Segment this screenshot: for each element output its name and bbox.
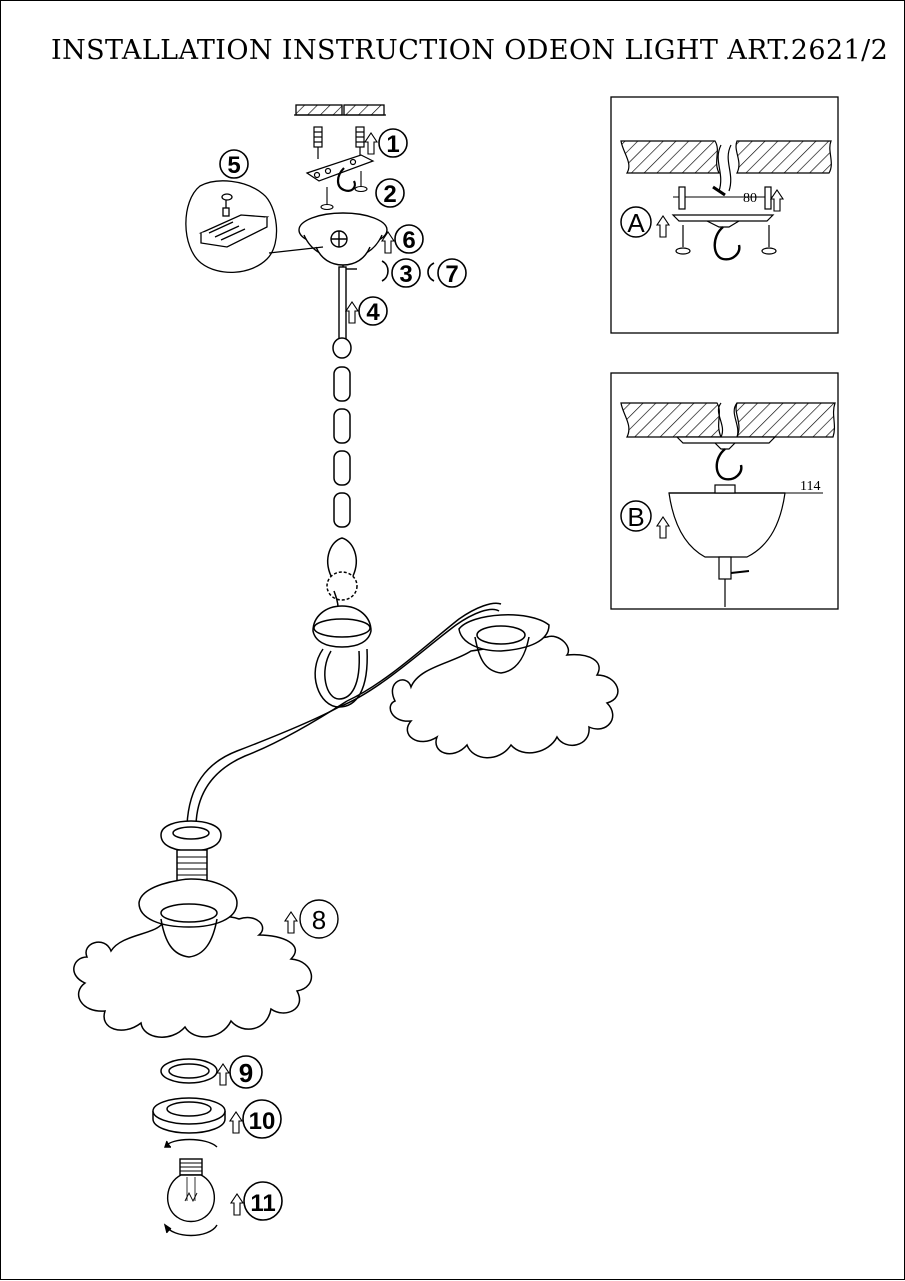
detail-panel-a: 80 A (610, 96, 839, 334)
callout-8: 8 (299, 899, 339, 939)
svg-text:8: 8 (312, 905, 326, 935)
ceiling-section (294, 104, 386, 116)
wall-plug-right (355, 126, 365, 159)
callout-3: 3 (391, 258, 421, 288)
up-arrow-icon (345, 301, 359, 324)
callout-9: 9 (229, 1055, 263, 1089)
svg-text:10: 10 (249, 1108, 276, 1135)
callout-6: 6 (381, 224, 424, 254)
callout-10: 10 (242, 1099, 282, 1139)
callout-11: 11 (243, 1181, 283, 1221)
up-arrow-icon (229, 1111, 243, 1134)
ring-part-9 (160, 1058, 218, 1084)
svg-text:11: 11 (250, 1190, 275, 1217)
light-bulb-icon (167, 1158, 215, 1223)
callout-4: 4 (358, 296, 388, 326)
chain (326, 337, 358, 601)
mounting-bracket (305, 154, 375, 192)
detail-panel-b: 114 B (610, 372, 839, 610)
svg-text:6: 6 (402, 227, 415, 254)
panel-b-label: B (627, 502, 644, 532)
up-arrow-icon (216, 1063, 230, 1086)
svg-text:4: 4 (366, 299, 380, 326)
callout-7: 7 (437, 258, 467, 288)
svg-text:2: 2 (383, 181, 396, 208)
canopy (298, 212, 388, 271)
svg-text:7: 7 (445, 261, 458, 288)
screw-right (354, 171, 368, 193)
callout-5: 5 (219, 149, 249, 179)
callout-1: 1 (378, 128, 408, 158)
svg-text:80: 80 (743, 191, 757, 206)
terminal-detail-circle (185, 180, 324, 274)
set-screw-indicator (381, 260, 435, 282)
suspension-rod (338, 266, 347, 340)
left-shade (73, 878, 313, 1038)
up-arrow-icon (230, 1193, 244, 1216)
panel-a-label: A (627, 208, 645, 238)
lamp-body (186, 590, 502, 826)
rotate-arrow-icon (163, 1223, 218, 1237)
up-arrow-icon (284, 911, 298, 934)
svg-text:3: 3 (399, 261, 412, 288)
up-arrow-icon (364, 132, 378, 155)
svg-text:114: 114 (800, 479, 820, 494)
svg-text:1: 1 (386, 131, 399, 158)
wall-plug-left (313, 126, 323, 159)
rotate-arrow-icon (164, 1138, 218, 1148)
ring-part-10 (152, 1097, 226, 1134)
page-title: INSTALLATION INSTRUCTION ODEON LIGHT ART… (51, 35, 889, 66)
svg-text:9: 9 (239, 1058, 253, 1088)
svg-text:5: 5 (227, 152, 240, 179)
left-lamp-holder (160, 820, 222, 885)
callout-2: 2 (375, 178, 405, 208)
screw-left (320, 187, 334, 211)
right-shade (389, 614, 619, 759)
